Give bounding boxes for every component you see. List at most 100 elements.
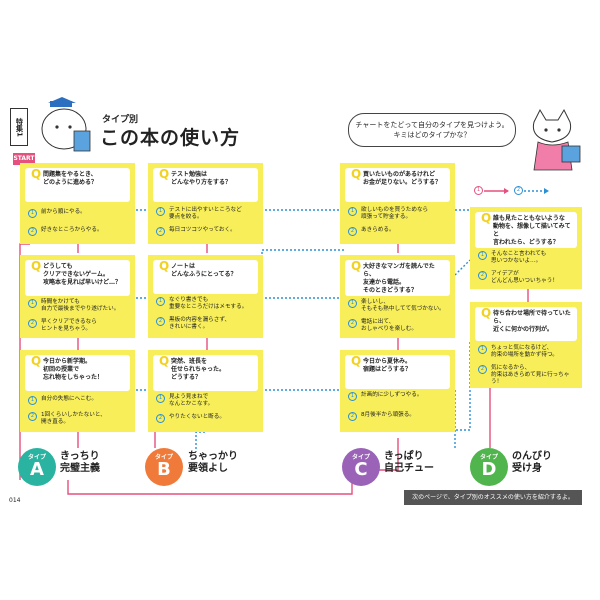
type-c-name: きっぱり 自己チュー [384,451,434,474]
footer-note: 次のページで、タイプ別のオススメの使い方を紹介するよ。 [404,490,582,505]
option-1-icon: 1 [348,299,357,308]
q-mark-icon: Q [351,167,362,181]
q-mark-icon: Q [159,259,170,273]
question-text: 誰も見たこともないような 動物を、想像して描いてみてと 言われたら、どうする？ [493,215,571,246]
type-a-badge[interactable]: タイプ A [18,448,56,486]
type-letter: B [157,459,171,480]
question-text: 問題集をやるとき、 どのように進める？ [43,171,98,186]
option-2-icon: 2 [348,227,357,236]
option-2-icon: 2 [28,319,37,328]
option-1-icon: 1 [28,396,37,405]
q-mark-icon: Q [481,211,492,225]
option-2-icon: 2 [478,365,487,374]
legend-arrow-1 [484,188,509,194]
option-1-icon: 1 [28,299,37,308]
feature-tag: 特集1 [10,108,28,146]
type-d-badge[interactable]: タイプ D [470,448,508,486]
type-b-badge[interactable]: タイプ B [145,448,183,486]
student-mascot-icon [41,97,91,152]
type-c-badge[interactable]: タイプ C [342,448,380,486]
start-label: START [13,153,35,165]
type-label: タイプ [479,454,498,461]
option-1-icon: 1 [478,251,487,260]
question-text: 今日から新学期。 初回の授業で 忘れ物をしちゃった！ [43,358,104,381]
option-1-icon: 1 [156,297,165,306]
speech-bubble: チャートをたどって自分のタイプを見つけよう。 キミはどのタイプかな？ [348,113,516,147]
legend: 1 2 [474,183,554,197]
legend-2-icon: 2 [514,186,523,195]
cat-mascot-icon [532,108,581,171]
option-2-icon: 2 [156,317,165,326]
legend-1-icon: 1 [474,186,483,195]
q-mark-icon: Q [31,354,42,368]
option-2-icon: 2 [348,319,357,328]
type-d-name: のんびり 受け身 [512,451,552,474]
type-b-name: ちゃっかり 要領よし [188,451,238,474]
type-label: タイプ [351,454,370,461]
option-1-icon: 1 [156,394,165,403]
option-1-icon: 1 [348,392,357,401]
q-mark-icon: Q [351,354,362,368]
type-letter: D [481,459,497,480]
page-title: この本の使い方 [100,127,241,149]
q-mark-icon: Q [351,259,362,273]
type-a-name: きっちり 完璧主義 [60,451,100,474]
q-mark-icon: Q [31,259,42,273]
type-letter: C [354,459,368,480]
q-mark-icon: Q [159,167,170,181]
option-2-icon: 2 [28,227,37,236]
type-label: タイプ [27,454,46,461]
question-text: 突然、班長を 任せられちゃった。 どうする？ [171,358,226,381]
type-letter: A [30,459,44,480]
option-1-icon: 1 [478,345,487,354]
question-text: 今日から夏休み。 宿題はどうする？ [363,358,412,373]
option-2-icon: 2 [28,412,37,421]
question-text: 大好きなマンガを読んでたら、 友達から電話。 そのときどうする？ [363,263,435,294]
option-1-icon: 1 [348,207,357,216]
question-text: 待ち合わせ場所で待っていたら、 近くに何かの行列が。 [493,310,571,333]
page-number: 014 [9,497,21,504]
